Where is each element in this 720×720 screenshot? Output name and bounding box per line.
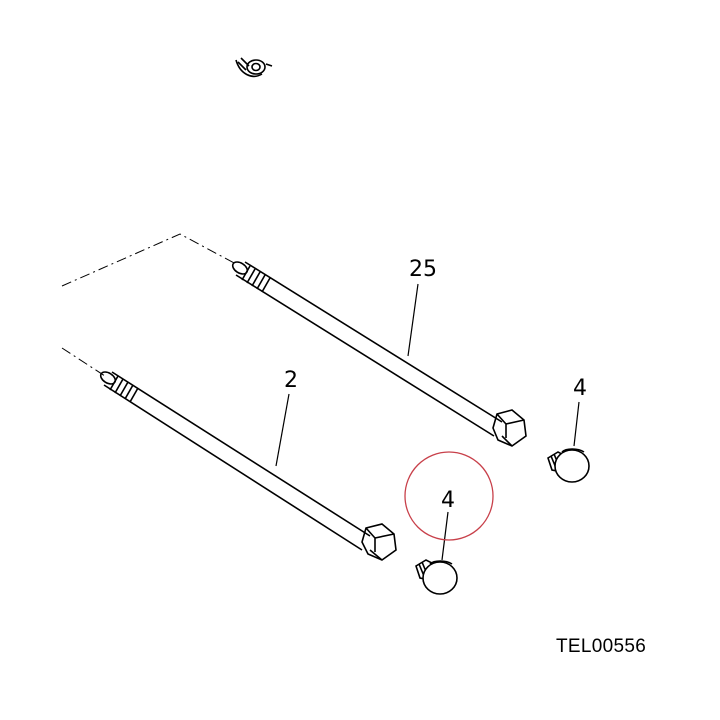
long-bolt-lower <box>99 371 397 561</box>
long-bolt-upper <box>231 261 527 447</box>
callout-25: 25 <box>409 257 437 282</box>
callout-4-lower: 4 <box>441 488 455 513</box>
leader-line-4-right <box>573 401 580 447</box>
callout-2: 2 <box>284 368 298 393</box>
center-lines <box>61 233 237 377</box>
leader-line-25 <box>407 283 419 357</box>
leader-line-2 <box>275 393 290 467</box>
drawing-reference-code: TEL00556 <box>556 636 647 657</box>
small-fastener-fragment <box>235 57 273 78</box>
callout-4-right: 4 <box>573 376 587 401</box>
leader-lines <box>275 283 580 561</box>
plug-cap-right <box>547 448 590 483</box>
leader-line-4-lower <box>441 511 449 561</box>
highlight-circle <box>404 451 494 541</box>
plug-cap-lower <box>415 559 458 595</box>
